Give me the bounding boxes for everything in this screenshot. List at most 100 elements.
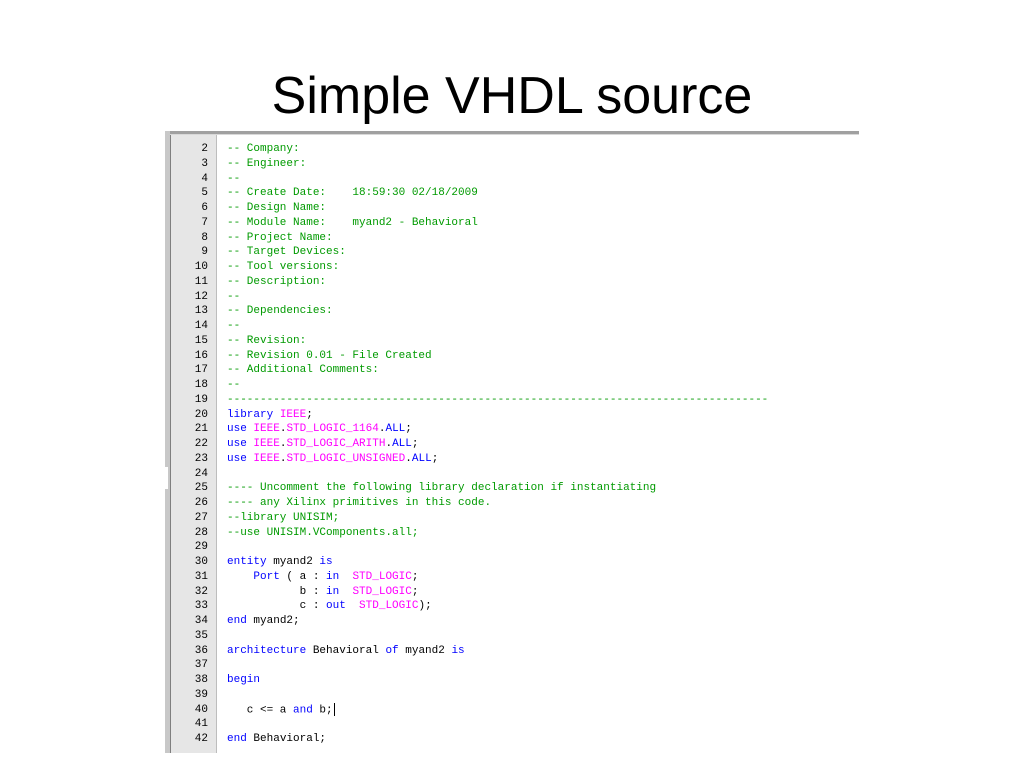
code-keyword: out xyxy=(326,600,346,613)
code-line[interactable]: 33 c : out STD_LOGIC); xyxy=(171,599,859,614)
code-comment: -- Project Name: xyxy=(227,231,333,244)
code-line[interactable]: 17-- Additional Comments: xyxy=(171,363,859,378)
line-number: 37 xyxy=(194,659,208,672)
code-text: -- Create Date: 18:59:30 02/18/2009 xyxy=(227,186,478,201)
code-line[interactable]: 8-- Project Name: xyxy=(171,231,859,246)
code-type: STD_LOGIC_UNSIGNED xyxy=(286,452,406,465)
code-line[interactable]: 36 architecture Behavioral of myand2 is xyxy=(171,644,859,659)
code-line[interactable]: 13-- Dependencies: xyxy=(171,304,859,319)
code-text: -- xyxy=(227,378,240,393)
code-line[interactable]: 11-- Description: xyxy=(171,275,859,290)
code-line[interactable]: 14-- xyxy=(171,319,859,334)
code-text: -- Additional Comments: xyxy=(227,363,379,378)
line-number: 34 xyxy=(194,615,208,627)
code-keyword: use xyxy=(227,452,247,465)
code-token: . xyxy=(279,452,287,465)
code-line[interactable]: 7-- Module Name: myand2 - Behavioral xyxy=(171,216,859,231)
line-number: 32 xyxy=(194,585,208,598)
code-line[interactable]: 6-- Design Name: xyxy=(171,201,859,216)
code-line[interactable]: 9-- Target Devices: xyxy=(171,245,859,260)
line-number: 18 xyxy=(194,379,208,391)
line-number: 41 xyxy=(194,718,208,731)
code-area[interactable]: 2-- Company:3-- Engineer:4--5-- Create D… xyxy=(171,142,859,747)
code-token: ; xyxy=(431,452,439,465)
code-comment: --use UNISIM.VComponents.all; xyxy=(227,526,419,539)
code-line[interactable]: 4-- xyxy=(171,172,859,187)
line-number: 36 xyxy=(194,644,208,657)
code-text: -- Revision 0.01 - File Created xyxy=(227,349,432,364)
code-line[interactable]: 27--library UNISIM; xyxy=(171,511,859,526)
code-line[interactable]: 25 ---- Uncomment the following library d… xyxy=(171,481,859,496)
code-line[interactable]: 3-- Engineer: xyxy=(171,157,859,172)
code-type: IEEE xyxy=(253,423,280,436)
code-text: Port ( a : in STD_LOGIC; xyxy=(227,570,418,585)
code-line[interactable]: 26---- any Xilinx primitives in this cod… xyxy=(171,496,859,511)
code-text: entity myand2 is xyxy=(227,555,333,570)
code-line[interactable]: 35 xyxy=(171,629,859,644)
code-keyword: in xyxy=(326,585,340,598)
code-token: ; xyxy=(411,438,419,450)
code-line[interactable]: 5-- Create Date: 18:59:30 02/18/2009 xyxy=(171,186,859,201)
code-line[interactable]: 28 --use UNISIM.VComponents.all; xyxy=(171,526,859,541)
line-number: 42 xyxy=(194,733,208,745)
code-line[interactable]: 24 xyxy=(171,467,859,482)
code-line[interactable]: 15-- Revision: xyxy=(171,334,859,349)
code-comment: -- xyxy=(227,290,241,303)
code-text: -- xyxy=(227,319,240,334)
line-number: 31 xyxy=(194,570,208,583)
code-token: ; xyxy=(405,423,412,436)
code-text: -- Engineer: xyxy=(227,157,306,172)
code-line[interactable]: 2-- Company: xyxy=(171,142,859,157)
code-text: use IEEE.STD_LOGIC_1164.ALL; xyxy=(227,422,412,437)
code-line[interactable]: 37 xyxy=(171,658,859,673)
code-line[interactable]: 42 end Behavioral; xyxy=(171,732,859,747)
code-line[interactable]: 39 xyxy=(171,688,859,703)
code-type: STD_LOGIC_ARITH xyxy=(286,438,386,450)
code-line[interactable]: 12-- xyxy=(171,290,859,305)
code-text: end Behavioral; xyxy=(227,732,326,747)
code-comment: -- Engineer: xyxy=(227,157,307,170)
code-text: use IEEE.STD_LOGIC_ARITH.ALL; xyxy=(227,437,419,452)
code-type: STD_LOGIC_1164 xyxy=(286,423,379,436)
code-line[interactable]: 19--------------------------------------… xyxy=(171,393,859,408)
code-text: architecture Behavioral of myand2 is xyxy=(227,644,465,659)
code-type: STD_LOGIC xyxy=(352,570,412,583)
code-type: STD_LOGIC xyxy=(352,585,412,598)
code-comment: -- Revision: xyxy=(227,334,307,347)
line-number: 2 xyxy=(201,143,208,155)
code-line[interactable]: 31 Port ( a : in STD_LOGIC; xyxy=(171,570,859,585)
code-editor[interactable]: 2-- Company:3-- Engineer:4--5-- Create D… xyxy=(165,131,859,753)
code-keyword: ALL xyxy=(411,452,432,465)
line-number: 13 xyxy=(194,305,208,318)
code-text: b : in STD_LOGIC; xyxy=(227,585,419,600)
code-text: ---- Uncomment the following library dec… xyxy=(227,481,656,496)
code-line[interactable]: 10-- Tool versions: xyxy=(171,260,859,275)
code-token: b; xyxy=(312,703,333,716)
code-line[interactable]: 18 -- xyxy=(171,378,859,393)
code-line[interactable]: 32 b : in STD_LOGIC; xyxy=(171,585,859,600)
code-token xyxy=(339,586,352,598)
code-keyword: begin xyxy=(227,674,261,686)
code-line[interactable]: 40 c <= a and b; xyxy=(171,702,859,718)
code-token: ( a : xyxy=(279,570,327,583)
line-number: 23 xyxy=(194,452,208,465)
code-token: ); xyxy=(418,600,432,613)
code-text: -- Design Name: xyxy=(227,201,326,216)
code-type: STD_LOGIC xyxy=(359,600,419,613)
code-line[interactable]: 41 xyxy=(171,717,859,732)
code-line[interactable]: 29 xyxy=(171,540,859,555)
code-token: myand2; xyxy=(246,615,300,627)
code-text: use IEEE.STD_LOGIC_UNSIGNED.ALL; xyxy=(227,452,438,467)
code-text: -- Revision: xyxy=(227,334,306,349)
line-number: 28 xyxy=(194,526,208,539)
code-line[interactable]: 16-- Revision 0.01 - File Created xyxy=(171,349,859,364)
line-number: 9 xyxy=(201,246,208,259)
line-number: 25 xyxy=(194,482,208,495)
